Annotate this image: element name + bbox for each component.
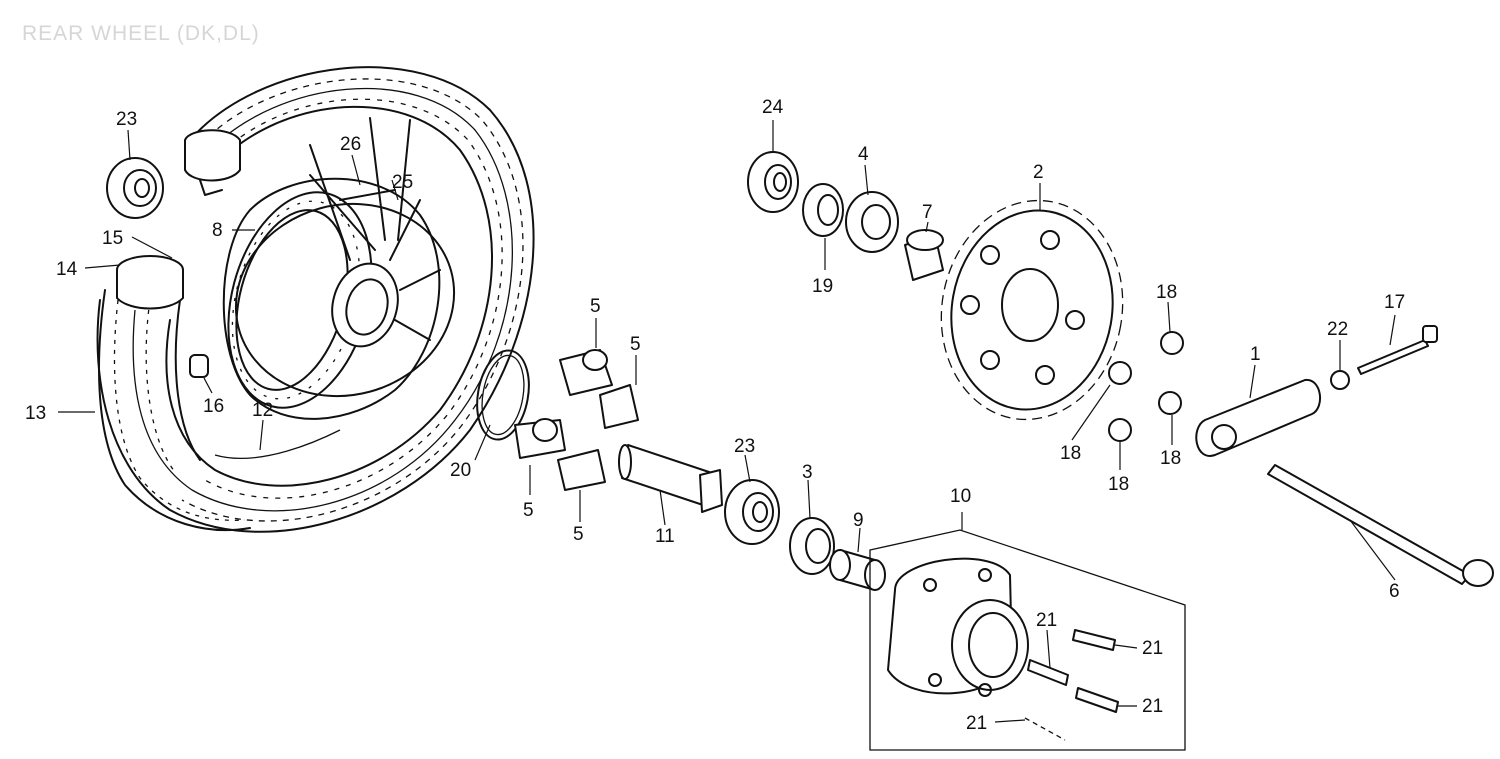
callout-5: 5 bbox=[523, 500, 534, 521]
callout-4: 4 bbox=[858, 144, 869, 165]
dust-seal bbox=[802, 183, 844, 237]
callout-22: 22 bbox=[1327, 319, 1348, 340]
callout-23: 23 bbox=[734, 436, 755, 457]
callout-14: 14 bbox=[56, 259, 78, 280]
bearing-right bbox=[724, 479, 780, 545]
rim-and-hub bbox=[222, 117, 456, 420]
oil-seal bbox=[789, 517, 835, 575]
callout-1: 1 bbox=[1250, 344, 1261, 365]
callout-25: 25 bbox=[392, 172, 413, 193]
adjuster-and-axle bbox=[1195, 325, 1494, 587]
brake-parts bbox=[476, 349, 886, 591]
callout-21: 21 bbox=[1036, 610, 1057, 631]
callout-21: 21 bbox=[1142, 638, 1163, 659]
rim-band bbox=[214, 429, 341, 460]
callout-3: 3 bbox=[802, 462, 813, 483]
leader-lines bbox=[58, 120, 1396, 723]
damper-rubbers bbox=[514, 349, 639, 491]
callout-18: 18 bbox=[1108, 474, 1129, 495]
distance-collar bbox=[618, 444, 723, 513]
callout-19: 19 bbox=[812, 276, 833, 297]
o-ring bbox=[476, 349, 530, 441]
callout-18: 18 bbox=[1156, 282, 1177, 303]
adjuster-bolt bbox=[1357, 339, 1429, 375]
adjuster-nut bbox=[1330, 370, 1350, 390]
callout-16: 16 bbox=[203, 396, 224, 417]
callout-20: 20 bbox=[450, 460, 471, 481]
bearing-left bbox=[106, 157, 164, 219]
callout-7: 7 bbox=[922, 202, 933, 223]
callout-5: 5 bbox=[573, 524, 584, 545]
tube bbox=[116, 129, 241, 310]
drive-sprocket bbox=[940, 199, 1124, 421]
rear-wheel-assembly bbox=[96, 66, 535, 533]
tire bbox=[96, 66, 535, 533]
callout-21: 21 bbox=[966, 713, 987, 734]
callout-13: 13 bbox=[25, 403, 46, 424]
callout-5: 5 bbox=[590, 296, 601, 317]
flange-collar bbox=[829, 549, 886, 591]
callout-12: 12 bbox=[252, 400, 273, 421]
callout-18: 18 bbox=[1060, 443, 1081, 464]
callout-6: 6 bbox=[1389, 581, 1400, 602]
hub-stud bbox=[1072, 629, 1116, 651]
callout-24: 24 bbox=[762, 97, 784, 118]
sprocket-bearing bbox=[747, 151, 799, 213]
callout-labels: 23 26 25 8 15 14 13 16 12 20 5 5 5 5 11 … bbox=[25, 97, 1405, 734]
callout-11: 11 bbox=[655, 526, 675, 547]
callout-26: 26 bbox=[340, 134, 361, 155]
callout-2: 2 bbox=[1033, 162, 1044, 183]
sprocket-collar bbox=[904, 229, 944, 281]
hub-stud bbox=[1075, 687, 1119, 713]
diagram-title: REAR WHEEL (DK,DL) bbox=[22, 22, 260, 45]
hub-stud bbox=[1027, 659, 1069, 686]
callout-5: 5 bbox=[630, 334, 641, 355]
valve-stem bbox=[189, 354, 209, 378]
callout-15: 15 bbox=[102, 228, 123, 249]
callout-18: 18 bbox=[1160, 448, 1181, 469]
callout-23: 23 bbox=[116, 109, 137, 130]
rear-axle bbox=[1267, 464, 1471, 585]
sprocket-parts bbox=[747, 151, 1184, 442]
callout-17: 17 bbox=[1384, 292, 1405, 313]
sprocket-nuts bbox=[1108, 331, 1184, 442]
chain-adjuster bbox=[1195, 379, 1321, 457]
bearing-flange bbox=[845, 191, 899, 253]
sprocket-hub bbox=[869, 529, 1186, 751]
callout-10: 10 bbox=[950, 486, 971, 507]
callout-21: 21 bbox=[1142, 696, 1163, 717]
callout-9: 9 bbox=[853, 510, 864, 531]
callout-8: 8 bbox=[212, 220, 223, 241]
